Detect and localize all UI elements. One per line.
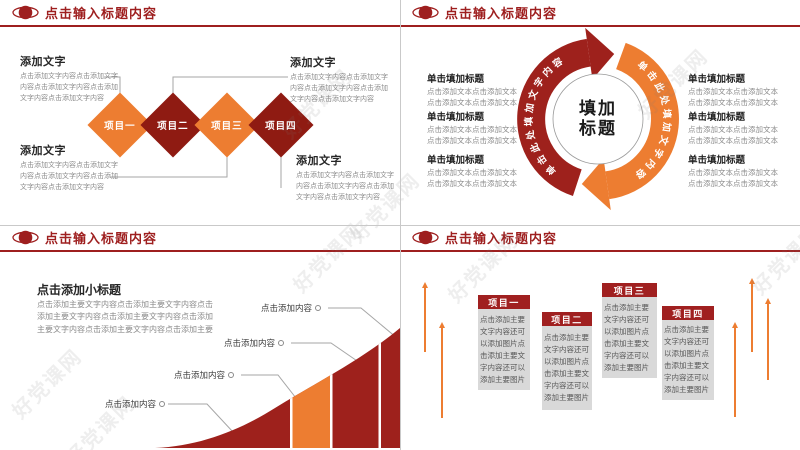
card-title: 项目二 (542, 312, 592, 326)
card-body-text: 点击添加主要文字内容还可以添加图片点击添加主要文字内容还可以添加主要图片 (544, 333, 589, 402)
block-heading: 添加文字 (296, 155, 342, 167)
saturn-bullet-icon (12, 5, 39, 20)
text-block-top-left[interactable]: 添加文字 点击添加文字内容点击添加文字内容点击添加文字内容点击添加文字内容点击添… (20, 53, 120, 105)
block-heading: 单击填加标题 (427, 155, 485, 166)
slide-divider-horizontal (0, 225, 800, 226)
project-card-2[interactable]: 项目二 点击添加主要文字内容还可以添加图片点击添加主要文字内容还可以添加主要图片 (542, 312, 592, 410)
text-block-bottom-right[interactable]: 添加文字 点击添加文字内容点击添加文字内容点击添加文字内容点击添加文字内容点击添… (296, 152, 396, 204)
slide-diamond-process[interactable]: 点击输入标题内容 添加文字 点击添加文字内容点击添加文字内容点击添加文字内容点击… (0, 0, 400, 225)
block-heading: 添加文字 (20, 56, 66, 68)
header-divider-line (0, 25, 400, 27)
diamond-label: 项目三 (211, 120, 243, 132)
slide-header: 点击输入标题内容 (0, 225, 400, 250)
up-arrow-icon (421, 282, 428, 352)
arrowhead-red-icon (585, 27, 615, 80)
cycle-arc-orange (604, 42, 679, 200)
up-arrow-icon (748, 278, 755, 352)
callout-text: 点击添加内容 (261, 303, 313, 313)
text-block-bottom-left[interactable]: 添加文字 点击添加文字内容点击添加文字内容点击添加文字内容点击添加文字内容点击添… (20, 142, 120, 194)
cycle-label-right-2[interactable]: 单击填加标题 点击添加文本点击添加文本点击添加文本点击添加文本 (688, 109, 779, 146)
cycle-center-title-line1: 填加 (579, 98, 617, 118)
card-body: 点击添加主要文字内容还可以添加图片点击添加主要文字内容还可以添加主要图片 (662, 320, 714, 400)
cycle-label-left-1[interactable]: 单击填加标题 点击添加文本点击添加文本点击添加文本点击添加文本 (427, 71, 518, 108)
block-heading: 单击填加标题 (427, 74, 485, 85)
card-body-text: 点击添加主要文字内容还可以添加图片点击添加主要文字内容还可以添加主要图片 (664, 325, 709, 394)
cycle-label-right-1[interactable]: 单击填加标题 点击添加文本点击添加文本点击添加文本点击添加文本 (688, 71, 779, 108)
diamond-label: 项目二 (157, 120, 189, 132)
callout-dot-icon (315, 305, 322, 311)
block-body: 点击添加文本点击添加文本点击添加文本点击添加文本 (688, 87, 778, 107)
saturn-bullet-icon (412, 5, 439, 20)
block-heading: 单击填加标题 (688, 112, 746, 123)
project-card-3[interactable]: 项目三 点击添加主要文字内容还可以添加图片点击添加主要文字内容还可以添加主要图片 (602, 283, 657, 378)
cycle-label-right-3[interactable]: 单击填加标题 点击添加文本点击添加文本点击添加文本点击添加文本 (688, 152, 779, 189)
block-heading: 单击填加标题 (688, 74, 746, 85)
cycle-arc-red (517, 38, 592, 196)
callout-text: 点击添加内容 (174, 370, 226, 380)
block-heading: 单击填加标题 (427, 112, 485, 123)
callout-label-1[interactable]: 点击添加内容 (105, 398, 166, 410)
block-heading: 添加文字 (20, 145, 66, 157)
slide-title: 点击输入标题内容 (45, 6, 158, 21)
slide-title: 点击输入标题内容 (445, 231, 558, 246)
up-arrow-icon (764, 298, 771, 380)
slide-title: 点击输入标题内容 (45, 231, 158, 246)
slide-title: 点击输入标题内容 (445, 6, 558, 21)
slide-header: 点击输入标题内容 (400, 225, 800, 250)
callout-label-4[interactable]: 点击添加内容 (261, 302, 322, 314)
block-body: 点击添加文本点击添加文本点击添加文本点击添加文本 (688, 168, 778, 188)
block-body: 点击添加文字内容点击添加文字内容点击添加文字内容点击添加文字内容点击添加文字内容 (296, 172, 394, 201)
block-heading: 单击填加标题 (688, 155, 746, 166)
block-heading: 添加文字 (290, 57, 336, 69)
slide-growth-chart[interactable]: 点击输入标题内容 点击添加小标题 点击添加主要文字内容点击添加主要文字内容点击添… (0, 225, 400, 450)
slide-project-cards[interactable]: 点击输入标题内容 项目一 点击添加主要文字内容还可以添加图片点击添加主要文字内容… (400, 225, 800, 450)
block-body: 点击添加文字内容点击添加文字内容点击添加文字内容点击添加文字内容点击添加文字内容 (20, 73, 118, 102)
card-title: 项目一 (478, 295, 530, 309)
header-divider-line (0, 250, 400, 252)
callout-text: 点击添加内容 (105, 399, 157, 409)
slide-header: 点击输入标题内容 (0, 0, 400, 25)
callout-lines (168, 307, 398, 433)
up-arrow-icon (438, 322, 445, 418)
cycle-center-circle (552, 73, 644, 165)
callout-label-3[interactable]: 点击添加内容 (224, 337, 285, 349)
card-body-text: 点击添加主要文字内容还可以添加图片点击添加主要文字内容还可以添加主要图片 (604, 302, 649, 372)
text-block-top-right[interactable]: 添加文字 点击添加文字内容点击添加文字内容点击添加文字内容点击添加文字内容点击添… (290, 54, 390, 106)
header-divider-line (400, 250, 800, 252)
block-body: 点击添加文本点击添加文本点击添加文本点击添加文本 (427, 87, 517, 107)
block-body: 点击添加文本点击添加文本点击添加文本点击添加文本 (427, 125, 517, 145)
callout-dot-icon (159, 401, 166, 407)
card-body: 点击添加主要文字内容还可以添加图片点击添加主要文字内容还可以添加主要图片 (542, 326, 592, 410)
card-body: 点击添加主要文字内容还可以添加图片点击添加主要文字内容还可以添加主要图片 (602, 297, 657, 378)
chart-subtitle: 点击添加小标题 (37, 283, 122, 297)
cycle-center-title-line2: 标题 (579, 118, 617, 138)
callout-text: 点击添加内容 (224, 338, 276, 348)
header-divider-line (400, 25, 800, 27)
diamond-label: 项目四 (265, 120, 297, 132)
arrowhead-orange-icon (581, 158, 611, 211)
saturn-bullet-icon (12, 230, 39, 245)
callout-dot-icon (278, 340, 285, 346)
block-body: 点击添加文字内容点击添加文字内容点击添加文字内容点击添加文字内容点击添加文字内容 (290, 74, 388, 103)
block-body: 点击添加文字内容点击添加文字内容点击添加文字内容点击添加文字内容点击添加文字内容 (20, 162, 118, 191)
card-title: 项目四 (662, 306, 714, 320)
project-card-1[interactable]: 项目一 点击添加主要文字内容还可以添加图片点击添加主要文字内容还可以添加主要图片 (478, 295, 530, 390)
cycle-label-left-2[interactable]: 单击填加标题 点击添加文本点击添加文本点击添加文本点击添加文本 (427, 109, 518, 146)
block-body: 点击添加文本点击添加文本点击添加文本点击添加文本 (427, 168, 517, 188)
callout-dot-icon (228, 372, 235, 378)
slide-header: 点击输入标题内容 (400, 0, 800, 25)
card-body: 点击添加主要文字内容还可以添加图片点击添加主要文字内容还可以添加主要图片 (478, 309, 530, 390)
callout-label-2[interactable]: 点击添加内容 (174, 369, 235, 381)
diamond-label: 项目一 (104, 120, 136, 132)
card-body-text: 点击添加主要文字内容还可以添加图片点击添加主要文字内容还可以添加主要图片 (480, 314, 525, 384)
chart-description: 点击添加主要文字内容点击添加主要文字内容点击添加主要文字内容点击添加主要文字内容… (37, 300, 213, 334)
cycle-label-left-3[interactable]: 单击填加标题 点击添加文本点击添加文本点击添加文本点击添加文本 (427, 152, 518, 189)
up-arrow-icon (731, 322, 738, 417)
saturn-bullet-icon (412, 230, 439, 245)
project-card-4[interactable]: 项目四 点击添加主要文字内容还可以添加图片点击添加主要文字内容还可以添加主要图片 (662, 306, 714, 400)
card-title: 项目三 (602, 283, 657, 297)
circular-cycle-diagram[interactable]: 单击此处填加文字内容 单击此处填加文字内容 填加 标题 (513, 27, 685, 212)
slide-circular-cycle[interactable]: 点击输入标题内容 单击填加标题 点击添加文本点击添加文本点击添加文本点击添加文本… (400, 0, 800, 225)
block-body: 点击添加文本点击添加文本点击添加文本点击添加文本 (688, 125, 778, 145)
